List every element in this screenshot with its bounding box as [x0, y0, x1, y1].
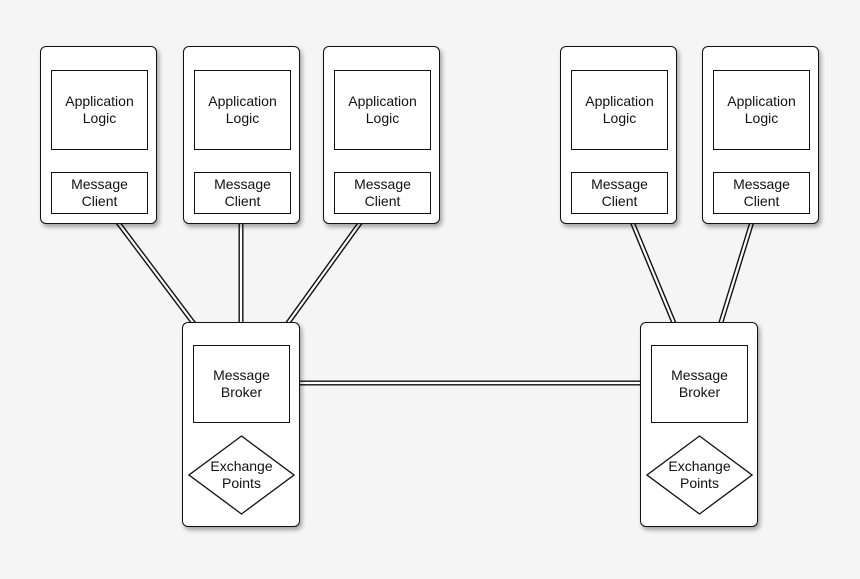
message-client-label: Client — [601, 193, 638, 209]
application-logic-label: Logic — [82, 110, 117, 126]
message-client-label: Message — [71, 176, 128, 192]
application-logic-label: Logic — [602, 110, 637, 126]
client-node-1: Application Logic Message Client — [40, 46, 157, 224]
application-logic-label: Application — [208, 93, 277, 109]
exchange-points-label: Exchange — [668, 458, 731, 474]
application-logic-box: Application Logic — [334, 70, 431, 150]
application-logic-label: Logic — [744, 110, 779, 126]
exchange-points-label: Points — [222, 475, 261, 491]
message-client-box: Message Client — [334, 172, 431, 214]
client-node-2: Application Logic Message Client — [183, 46, 300, 224]
client-node-5: Application Logic Message Client — [702, 46, 819, 224]
application-logic-label: Logic — [365, 110, 400, 126]
message-client-label: Client — [364, 193, 401, 209]
message-client-label: Message — [214, 176, 271, 192]
message-client-label: Message — [733, 176, 790, 192]
message-client-label: Client — [743, 193, 780, 209]
message-broker-label: Message — [671, 367, 728, 383]
diamond-shape — [188, 435, 295, 515]
message-client-label: Message — [591, 176, 648, 192]
message-broker-label: Broker — [220, 384, 263, 400]
client-node-3: Application Logic Message Client — [323, 46, 440, 224]
message-broker-box: Message Broker — [651, 345, 748, 423]
exchange-points-text: Exchange Points — [210, 458, 272, 492]
broker-node-1: Message Broker Exchange Points — [182, 322, 300, 527]
application-logic-label: Logic — [225, 110, 260, 126]
diamond-shape — [646, 435, 753, 515]
exchange-points-text: Exchange Points — [668, 458, 730, 492]
application-logic-box: Application Logic — [194, 70, 291, 150]
message-client-box: Message Client — [51, 172, 148, 214]
application-logic-box: Application Logic — [713, 70, 810, 150]
exchange-points-diamond: Exchange Points — [646, 435, 753, 515]
message-client-box: Message Client — [571, 172, 668, 214]
client-node-4: Application Logic Message Client — [560, 46, 677, 224]
message-client-label: Client — [81, 193, 118, 209]
application-logic-label: Application — [65, 93, 134, 109]
application-logic-label: Application — [348, 93, 417, 109]
application-logic-label: Application — [727, 93, 796, 109]
exchange-points-label: Exchange — [210, 458, 273, 474]
application-logic-box: Application Logic — [51, 70, 148, 150]
message-broker-box: Message Broker — [193, 345, 290, 423]
application-logic-label: Application — [585, 93, 654, 109]
exchange-points-diamond: Exchange Points — [188, 435, 295, 515]
message-client-box: Message Client — [713, 172, 810, 214]
message-broker-label: Message — [213, 367, 270, 383]
message-client-label: Message — [354, 176, 411, 192]
message-broker-label: Broker — [678, 384, 721, 400]
message-client-box: Message Client — [194, 172, 291, 214]
message-client-label: Client — [224, 193, 261, 209]
application-logic-box: Application Logic — [571, 70, 668, 150]
exchange-points-label: Points — [680, 475, 719, 491]
broker-node-2: Message Broker Exchange Points — [640, 322, 758, 527]
